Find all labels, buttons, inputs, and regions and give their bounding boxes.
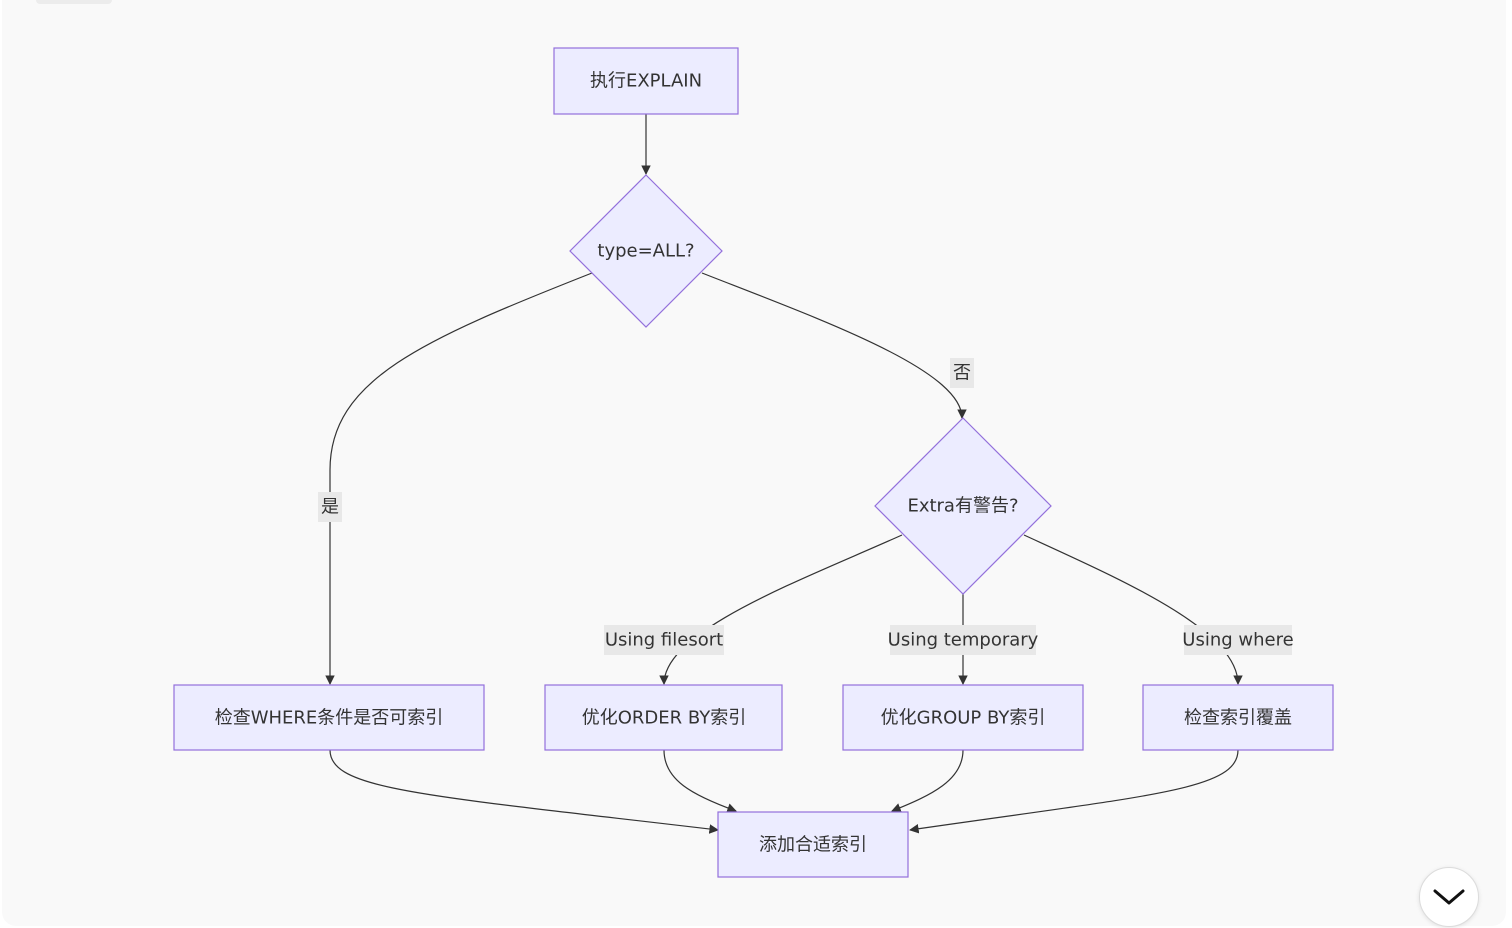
svg-text:添加合适索引: 添加合适索引 xyxy=(759,835,867,856)
svg-text:type=ALL?: type=ALL? xyxy=(597,241,694,262)
edge-group-by-to-add xyxy=(891,749,964,813)
edge-label-yes: 是 xyxy=(318,492,342,522)
top-tab-indicator xyxy=(36,0,112,4)
node-explain: 执行EXPLAIN xyxy=(553,47,739,115)
edge-label-using-where: Using where xyxy=(1182,625,1294,655)
edge-covering-to-add xyxy=(909,749,1239,834)
edge-type-to-check-where xyxy=(325,272,593,685)
chevron-down-icon xyxy=(1433,889,1465,905)
svg-text:执行EXPLAIN: 执行EXPLAIN xyxy=(590,71,702,92)
expand-button[interactable] xyxy=(1419,867,1479,927)
edge-type-to-extra xyxy=(701,272,967,419)
node-type-all-decision: type=ALL? xyxy=(569,174,723,328)
edge-label-using-temporary: Using temporary xyxy=(888,625,1039,655)
svg-text:检查WHERE条件是否可索引: 检查WHERE条件是否可索引 xyxy=(215,708,444,729)
svg-text:否: 否 xyxy=(953,363,971,384)
svg-text:优化GROUP BY索引: 优化GROUP BY索引 xyxy=(881,708,1046,729)
nodes: 执行EXPLAIN type=ALL? Extra有警告? 检查WHERE条件是… xyxy=(173,47,1334,878)
edge-order-by-to-add xyxy=(663,749,737,813)
svg-text:是: 是 xyxy=(321,497,339,518)
svg-text:Using filesort: Using filesort xyxy=(605,630,723,651)
edge-labels: 是 否 Using filesort Using temporary Using… xyxy=(318,358,1294,655)
svg-text:Using temporary: Using temporary xyxy=(888,630,1039,651)
edges xyxy=(325,114,1243,834)
edge-extra-to-covering xyxy=(1023,534,1243,685)
edge-extra-to-order-by xyxy=(659,534,903,685)
node-check-covering: 检查索引覆盖 xyxy=(1142,684,1334,751)
edge-label-no: 否 xyxy=(950,358,974,388)
edge-check-where-to-add xyxy=(329,749,719,834)
node-optimize-order-by: 优化ORDER BY索引 xyxy=(544,684,783,751)
svg-text:Extra有警告?: Extra有警告? xyxy=(907,496,1018,517)
node-optimize-group-by: 优化GROUP BY索引 xyxy=(842,684,1084,751)
svg-text:Using where: Using where xyxy=(1182,630,1293,651)
node-add-index: 添加合适索引 xyxy=(717,811,909,878)
node-extra-warning-decision: Extra有警告? xyxy=(874,417,1052,595)
node-check-where: 检查WHERE条件是否可索引 xyxy=(173,684,485,751)
edge-label-using-filesort: Using filesort xyxy=(604,625,724,655)
svg-text:优化ORDER BY索引: 优化ORDER BY索引 xyxy=(582,708,747,729)
svg-text:检查索引覆盖: 检查索引覆盖 xyxy=(1184,708,1292,729)
